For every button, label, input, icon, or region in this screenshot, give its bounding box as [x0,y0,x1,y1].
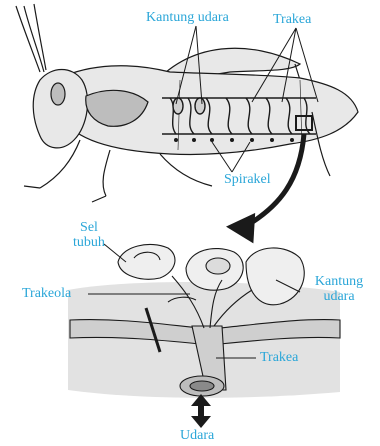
spiracle-dot [210,138,214,142]
label-spirakel: Spirakel [224,172,271,187]
spiracle-dot [230,138,234,142]
label-trakea-bottom: Trakea [260,350,298,365]
spiracle-dot [174,138,178,142]
label-trakeola: Trakeola [22,286,71,301]
label-kantung-right-line2: udara [306,289,372,304]
middle-foot [92,196,106,202]
grasshopper-eye [51,83,65,105]
spiracle-dot [290,138,294,142]
label-kantung-udara-top: Kantung udara [146,10,229,25]
grasshopper-head [33,70,87,148]
label-sel-tubuh-line1: Sel [66,220,112,235]
label-kantung-udara-right: Kantung udara [306,274,372,304]
front-foot [24,186,40,188]
zoom-detail [68,244,340,397]
antenna-mid [24,6,44,72]
double-arrow-icon [191,394,211,428]
label-sel-tubuh-line2: tubuh [66,235,112,250]
air-sac [173,98,183,114]
air-sac [195,98,205,114]
label-udara: Udara [180,428,214,443]
label-kantung-right-line1: Kantung [306,274,372,289]
cell-nucleus [206,258,230,274]
spiracle-dot [270,138,274,142]
middle-leg [103,150,110,196]
spiracle-dot [250,138,254,142]
spiracle-dot [192,138,196,142]
label-sel-tubuh: Sel tubuh [66,220,112,250]
body-cell [118,244,175,279]
hind-lower-leg [160,154,212,186]
label-trakea-top: Trakea [273,12,311,27]
spiracle-hole [190,381,214,391]
